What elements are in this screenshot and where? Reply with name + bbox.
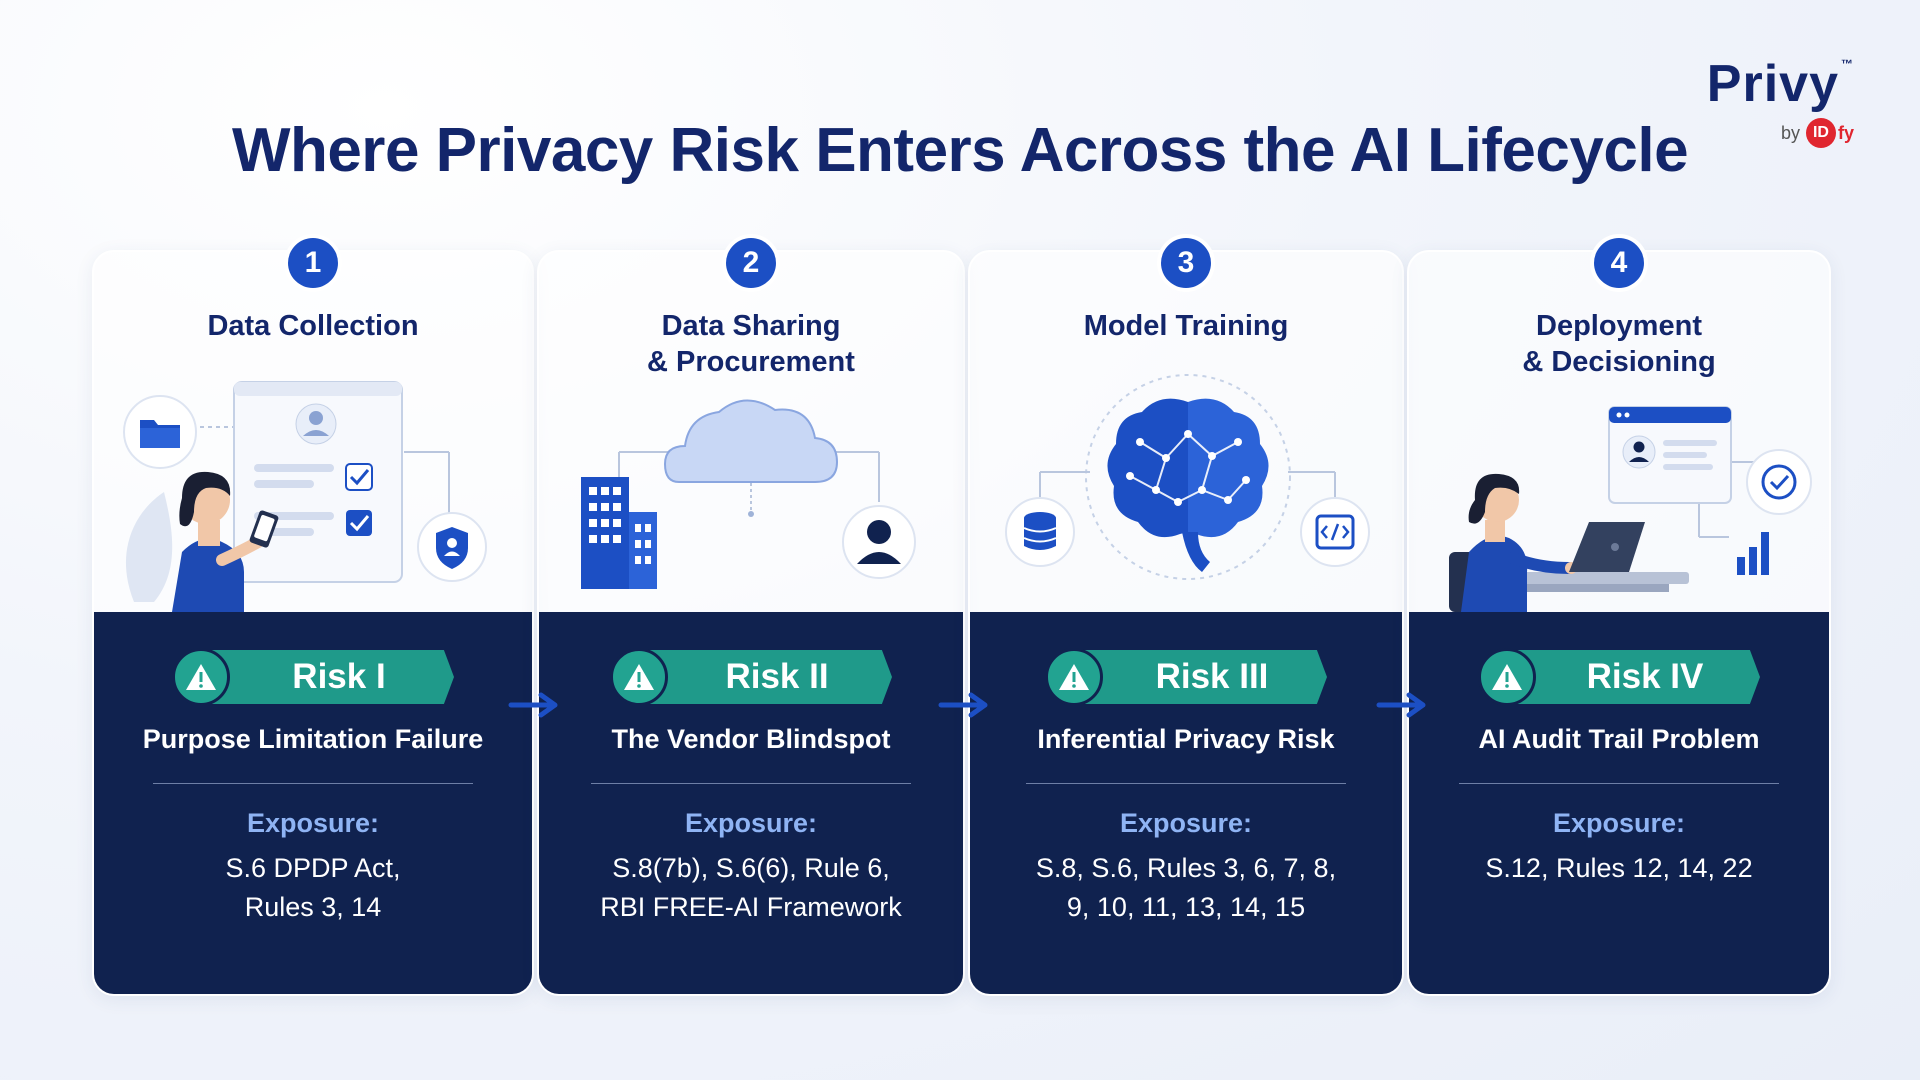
- exposure-text: S.12, Rules 12, 14, 22: [1485, 853, 1753, 883]
- risk-section: Risk II The Vendor Blindspot Exposure: S…: [539, 612, 963, 994]
- exposure-label: Exposure:: [1552, 808, 1686, 838]
- divider: [591, 783, 911, 784]
- risk-pill: Risk I: [172, 648, 454, 706]
- risk-pill: Risk II: [610, 648, 892, 706]
- stage-title: Data Collection: [207, 310, 419, 342]
- divider: [1459, 783, 1779, 784]
- risk-label: Risk IV: [1586, 657, 1704, 696]
- person-with-phone: [172, 471, 279, 612]
- folder-icon: [123, 395, 197, 469]
- brain-icon: [1107, 398, 1269, 572]
- shield-user-icon: [417, 512, 487, 582]
- stage-number-badge: 1: [288, 238, 338, 288]
- risk-name: AI Audit Trail Problem: [1478, 724, 1760, 754]
- code-icon: [1300, 497, 1370, 567]
- building-icon: [581, 477, 657, 589]
- divider: [153, 783, 473, 784]
- stage-card-data-collection: 1 Data Collection: [92, 238, 534, 996]
- exposure-text: S.8, S.6, Rules 3, 6, 7, 8, 9, 10, 11, 1…: [1035, 853, 1337, 923]
- stage-card-data-sharing: 2 Data Sharing & Procurement: [537, 238, 965, 996]
- risk-label: Risk II: [725, 657, 829, 696]
- stage-number-badge: 4: [1594, 238, 1644, 288]
- stage-number-badge: 2: [726, 238, 776, 288]
- lifecycle-diagram: 1 Data Collection: [92, 238, 1831, 996]
- risk-section: Risk I Purpose Limitation Failure Exposu…: [94, 612, 532, 994]
- data-collection-illustration: [123, 381, 487, 612]
- exposure-label: Exposure:: [1119, 808, 1253, 838]
- stage-card-deployment: 4 Deployment & Decisioning: [1407, 238, 1831, 996]
- stage-title: Model Training: [1083, 310, 1289, 342]
- bar-chart-icon: [1737, 532, 1769, 575]
- stage-title: Data Sharing & Procurement: [647, 310, 855, 379]
- brand-by: by: [1780, 122, 1800, 143]
- page-title: Where Privacy Risk Enters Across the AI …: [231, 116, 1689, 185]
- stage-number-badge: 3: [1161, 238, 1211, 288]
- risk-name: The Vendor Blindspot: [611, 724, 891, 754]
- risk-pill: Risk III: [1045, 648, 1327, 706]
- exposure-label: Exposure:: [246, 808, 380, 838]
- arrow-right-icon: [938, 692, 988, 718]
- arrow-right-icon: [1376, 692, 1426, 718]
- dashboard-window: [1608, 406, 1732, 504]
- stage-card-model-training: 3 Model Training: [968, 238, 1404, 996]
- exposure-label: Exposure:: [684, 808, 818, 838]
- model-training-illustration: [1005, 374, 1370, 580]
- warning-icon: [610, 648, 668, 706]
- trademark: ™: [1841, 57, 1854, 71]
- user-icon: [842, 505, 916, 579]
- warning-icon: [1045, 648, 1103, 706]
- risk-pill: Risk IV: [1478, 648, 1760, 706]
- risk-name: Purpose Limitation Failure: [142, 724, 484, 754]
- data-sharing-illustration: [581, 399, 916, 589]
- person-at-laptop: [1449, 473, 1689, 612]
- risk-label: Risk III: [1155, 657, 1269, 696]
- divider: [1026, 783, 1346, 784]
- form-checklist: [233, 381, 403, 583]
- exposure-text: S.8(7b), S.6(6), Rule 6, RBI FREE-AI Fra…: [600, 853, 902, 923]
- warning-icon: [1478, 648, 1536, 706]
- cloud-icon: [663, 399, 839, 483]
- exposure-text: S.6 DPDP Act, Rules 3, 14: [225, 853, 401, 923]
- warning-icon: [172, 648, 230, 706]
- risk-name: Inferential Privacy Risk: [1037, 724, 1335, 754]
- risk-section: Risk III Inferential Privacy Risk Exposu…: [970, 612, 1402, 994]
- risk-label: Risk I: [292, 657, 386, 696]
- stage-title: Deployment & Decisioning: [1522, 310, 1716, 379]
- database-icon: [1005, 497, 1075, 567]
- check-circle-icon: [1746, 449, 1812, 515]
- deployment-illustration: [1449, 406, 1812, 612]
- risk-section: Risk IV AI Audit Trail Problem Exposure:…: [1409, 612, 1829, 994]
- arrow-right-icon: [508, 692, 558, 718]
